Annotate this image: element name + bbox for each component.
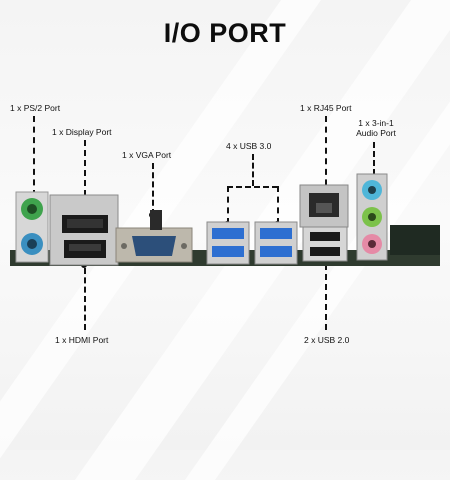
leader-dot-usb3-right: [274, 221, 280, 227]
page-title: I/O PORT: [163, 18, 287, 48]
label-audio: 1 x 3-in-1 Audio Port: [346, 118, 406, 138]
leader-ps2: [33, 116, 35, 196]
leader-rj45: [325, 116, 327, 196]
label-rj45: 1 x RJ45 Port: [300, 103, 352, 113]
leader-displayport: [84, 140, 86, 216]
hdmi-port-icon: [64, 240, 106, 258]
leader-dot-audio: [370, 181, 376, 187]
ps2-port-icon: [15, 191, 49, 263]
leader-dot-usb3-left: [224, 221, 230, 227]
leader-dot-rj45: [322, 193, 328, 199]
leader-dot-usb2: [322, 260, 328, 266]
label-ps2: 1 x PS/2 Port: [10, 103, 61, 113]
leader-dot-ps2: [30, 193, 36, 199]
label-usb2: 2 x USB 2.0: [304, 335, 350, 345]
leader-usb3-bar: [227, 186, 278, 188]
label-displayport: 1 x Display Port: [52, 127, 112, 137]
leader-usb2: [325, 264, 327, 330]
leader-vga: [152, 163, 154, 215]
leader-dot-hdmi: [81, 262, 87, 268]
label-usb3: 4 x USB 3.0: [226, 141, 272, 151]
leader-usb3-right: [277, 186, 279, 224]
leader-usb3-stem: [252, 154, 254, 186]
leader-hdmi: [84, 268, 86, 330]
label-audio-line1: 1 x 3-in-1: [358, 118, 394, 128]
label-hdmi: 1 x HDMI Port: [55, 335, 109, 345]
leader-audio: [373, 142, 375, 184]
label-audio-line2: Audio Port: [356, 128, 396, 138]
label-vga: 1 x VGA Port: [122, 150, 172, 160]
leader-dot-displayport: [81, 214, 87, 220]
leader-dot-vga: [149, 212, 155, 218]
leader-usb3-left: [227, 186, 229, 224]
